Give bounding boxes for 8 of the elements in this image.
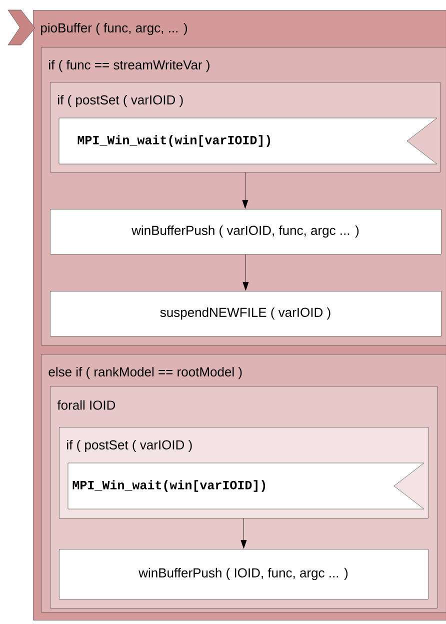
process-box: winBufferPush ( IOID, func, argc ... ) [59, 549, 428, 600]
process-box: suspendNEWFILE ( varIOID ) [50, 291, 442, 336]
arrow [242, 172, 248, 209]
arrow [240, 518, 247, 549]
arrow [242, 254, 249, 291]
process-box: winBufferPush ( varIOID, func, argc ... ) [50, 209, 442, 254]
flag-box: MPI_Win_wait(win[varIOID]) [68, 462, 424, 510]
flag-box: MPI_Win_wait(win[varIOID]) [58, 118, 438, 164]
